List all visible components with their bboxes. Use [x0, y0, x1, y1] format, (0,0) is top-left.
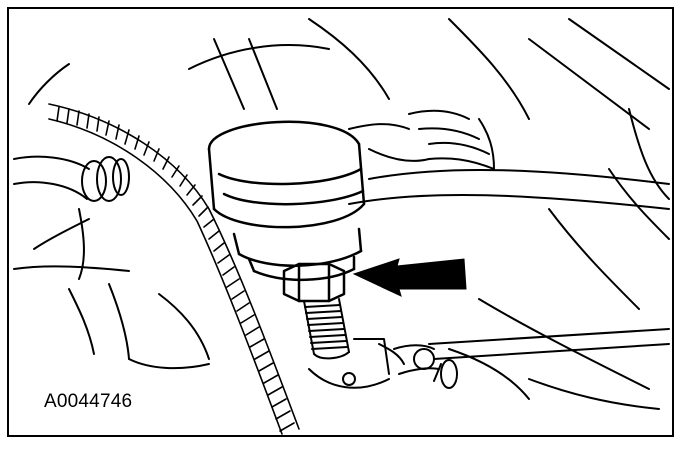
- hose-fitting-left: [13, 155, 130, 280]
- lower-linkage: [68, 283, 210, 370]
- pipe-end-right: [433, 359, 458, 389]
- bolt-head: [282, 262, 346, 303]
- figure-frame: A0044746: [7, 7, 674, 437]
- bolt-thread: [303, 298, 350, 360]
- lower-bracket: [308, 338, 440, 389]
- background-structure: [13, 18, 670, 410]
- arrow-left-icon: [352, 258, 467, 297]
- bushing-body: [207, 120, 366, 282]
- wiring-harness: [348, 109, 495, 170]
- tie-rod-diagonal: [348, 168, 670, 360]
- figure-id-label: A0044746: [44, 391, 133, 412]
- braided-cable: [48, 103, 300, 435]
- technical-illustration: [13, 18, 670, 435]
- upper-strut: [213, 38, 278, 110]
